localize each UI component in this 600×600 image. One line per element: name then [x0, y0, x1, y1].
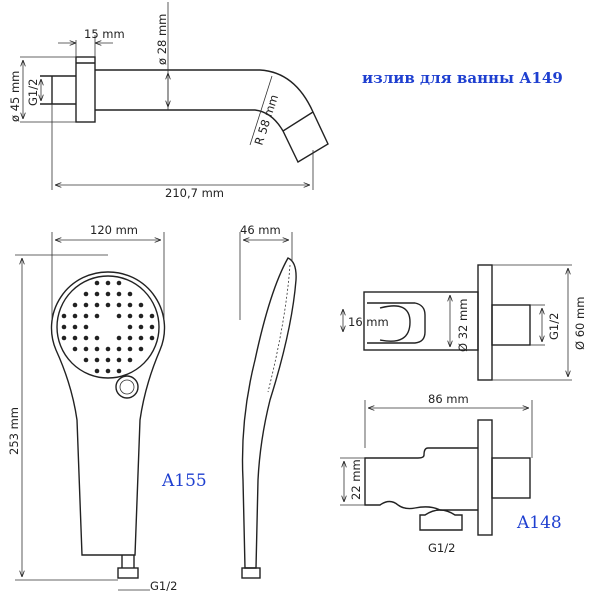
nozzle-dot	[127, 357, 133, 363]
nozzle-dot	[94, 368, 100, 374]
spout-title: излив для ванны А149	[362, 69, 563, 87]
hand-shower-thread	[117, 567, 139, 579]
hand-shower-length-label: 253 mm	[7, 407, 21, 455]
nozzle-dot	[61, 324, 67, 330]
nozzle-dot	[94, 291, 100, 297]
nozzle-dot	[149, 335, 155, 341]
nozzle-dot	[94, 302, 100, 308]
nozzle-dot	[116, 346, 122, 352]
nozzle-dot	[83, 313, 89, 319]
holder-top-view: 16 mm Ø 32 mm G1/2 Ø 60 mm	[343, 264, 587, 381]
nozzle-dot	[105, 357, 111, 363]
nozzle-dot	[138, 335, 144, 341]
holder-side-view: 86 mm 22 mm G1/2 A148	[340, 392, 562, 555]
nozzle-dot	[72, 346, 78, 352]
nozzle-dot	[83, 324, 89, 330]
mode-button	[115, 375, 139, 399]
spout-thread-label: G1/2	[26, 79, 40, 106]
nozzle-dot	[83, 302, 89, 308]
hand-shower-code: A155	[161, 471, 207, 491]
nozzle-dot	[116, 357, 122, 363]
nozzle-dot	[94, 357, 100, 363]
nozzle-dot	[94, 346, 100, 352]
holder-height-label: 22 mm	[349, 459, 363, 500]
nozzle-dot	[116, 368, 122, 374]
nozzle-dot	[105, 346, 111, 352]
nozzle-dot	[72, 335, 78, 341]
nozzle-dot	[127, 302, 133, 308]
nozzle-dot	[127, 313, 133, 319]
nozzle-dot	[83, 357, 89, 363]
nozzle-dot	[127, 291, 133, 297]
nozzle-dot	[94, 313, 100, 319]
nozzle-dot	[105, 302, 111, 308]
nozzle-dot	[94, 280, 100, 286]
nozzle-dot	[61, 335, 67, 341]
nozzle-dot	[83, 335, 89, 341]
nozzle-dot	[83, 346, 89, 352]
nozzle-dot	[149, 324, 155, 330]
nozzle-dot	[138, 346, 144, 352]
holder-thread-bottom-label: G1/2	[428, 541, 455, 555]
nozzle-dot	[83, 291, 89, 297]
nozzle-dot	[94, 335, 100, 341]
nozzle-dot	[116, 302, 122, 308]
holder-body	[364, 447, 478, 511]
head-width-label: 120 mm	[90, 223, 138, 237]
nozzle-dot	[138, 313, 144, 319]
nozzle-dot	[116, 335, 122, 341]
holder-flange-diameter-label: Ø 60 mm	[573, 297, 587, 350]
nozzle-dot	[116, 280, 122, 286]
spout-pipe-diameter-label: ø 28 mm	[155, 14, 169, 65]
nozzle-dot	[127, 346, 133, 352]
nozzle-dot	[127, 324, 133, 330]
holder-inner-label: 16 mm	[348, 315, 389, 329]
nozzle-dot	[72, 302, 78, 308]
nozzle-dot	[72, 313, 78, 319]
nozzle-dot	[105, 280, 111, 286]
nozzle-dot	[105, 368, 111, 374]
nozzle-dot	[105, 291, 111, 297]
nozzle-dot	[61, 313, 67, 319]
spout-drawing: 210,7 mm 15 mm ø 28 mm ø 45 mm G1/2 R 58…	[8, 2, 563, 200]
spout-flange-diameter-label: ø 45 mm	[8, 71, 22, 122]
spout-length-label: 210,7 mm	[165, 186, 224, 200]
spout-flange-width-label: 15 mm	[84, 27, 125, 41]
nozzle-dot	[116, 291, 122, 297]
hand-shower-drawing: A155 120 mm 253 mm G1/2 46 mm	[7, 223, 297, 593]
nozzle-dots	[61, 280, 155, 374]
nozzle-dot	[138, 324, 144, 330]
spout-flange	[75, 56, 96, 123]
holder-thread-top-label: G1/2	[547, 313, 561, 340]
hand-shower-thread-label: G1/2	[150, 579, 177, 593]
nozzle-dot	[116, 313, 122, 319]
holder-length-label: 86 mm	[428, 392, 469, 406]
nozzle-dot	[127, 335, 133, 341]
spout-pipe	[95, 69, 329, 163]
nozzle-dot	[149, 313, 155, 319]
holder-body-diameter-label: Ø 32 mm	[456, 299, 470, 352]
holder-outlet	[419, 509, 463, 531]
spout-radius-label: R 58 mm	[252, 93, 281, 147]
holder-code: A148	[516, 513, 562, 533]
nozzle-dot	[138, 302, 144, 308]
hand-shower-front	[50, 271, 166, 556]
hand-shower-side	[241, 257, 297, 569]
depth-label: 46 mm	[240, 223, 281, 237]
nozzle-dot	[72, 324, 78, 330]
spout-inlet-thread	[40, 75, 76, 105]
holder-clamp	[379, 305, 411, 342]
